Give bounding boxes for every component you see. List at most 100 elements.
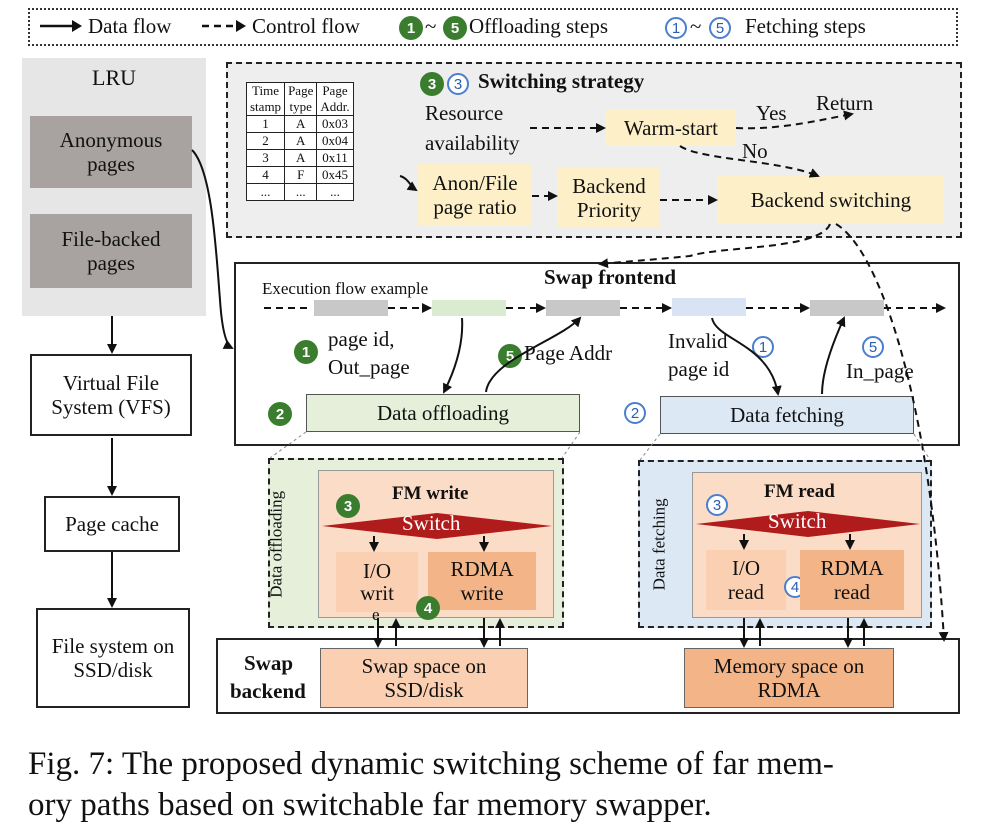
legend-tilde-2: ~: [690, 14, 702, 38]
rdma-read-box: RDMA read: [800, 550, 904, 610]
control-flow-legend-arrow: [202, 20, 246, 32]
file-backed-pages-box: File-backed pages: [30, 214, 192, 288]
data-offloading-label: Data offloading: [377, 400, 509, 425]
page-addr-label: Page Addr: [524, 341, 613, 365]
warm-start-box: Warm-start: [606, 110, 736, 146]
legend-offloading-steps: Offloading steps: [469, 14, 609, 38]
fetching-side-label: Data fetching: [649, 498, 669, 591]
priority-line2: Priority: [576, 198, 642, 222]
rdma-write-line2: write: [460, 581, 504, 605]
memory-space-box: Memory space on RDMA: [684, 648, 894, 708]
file-line2: pages: [87, 251, 135, 275]
vfs-box: Virtual File System (VFS): [30, 354, 192, 436]
backend-switching-label: Backend switching: [750, 187, 912, 212]
exec-slot-5: [810, 300, 884, 316]
fm-write-title: FM write: [392, 483, 469, 504]
vfs-line2: System (VFS): [51, 395, 171, 419]
data-offloading-box: Data offloading: [306, 394, 580, 432]
rdma-read-line2: read: [833, 580, 871, 604]
legend-control-flow: Control flow: [252, 14, 360, 38]
io-write-line3: e: [372, 605, 380, 624]
fm-write-step4-badge: 4: [416, 596, 440, 620]
execution-flow-label: Execution flow example: [262, 279, 429, 298]
fm-write-switch-label: Switch: [402, 511, 461, 535]
exec-slot-2: [432, 300, 506, 316]
backend-switching-box: Backend switching: [718, 176, 944, 224]
file-system-box: File system on SSD/disk: [36, 608, 190, 708]
io-read-box: I/O read: [706, 550, 786, 610]
legend: [28, 8, 958, 46]
frontend-step1-green-badge: 1: [294, 340, 318, 364]
resource-line2: availability: [425, 131, 520, 155]
exec-slot-1: [314, 300, 388, 316]
legend-offload-end-badge: 5: [443, 16, 467, 40]
exec-slot-4: [672, 298, 746, 316]
io-write-line1: I/O: [363, 558, 391, 583]
fs-line2: SSD/disk: [73, 658, 153, 682]
warm-start-label: Warm-start: [624, 115, 718, 140]
backend-priority-box: Backend Priority: [558, 168, 660, 228]
fm-read-title: FM read: [764, 481, 835, 502]
page-id-line2: Out_page: [328, 355, 410, 379]
rdma-write-line1: RDMA: [450, 556, 514, 581]
strategy-step3-blue-badge: 3: [447, 73, 469, 95]
switching-strategy-title: Switching strategy: [478, 69, 645, 93]
resource-line1: Resource: [425, 101, 504, 125]
page-id-line1: page id,: [328, 327, 395, 351]
anonymous-pages-box: Anonymous pages: [30, 116, 192, 188]
yes-label: Yes: [756, 101, 787, 125]
file-line1: File-backed: [61, 226, 161, 251]
return-label: Return: [816, 91, 874, 115]
frontend-step2-green-badge: 2: [268, 402, 292, 426]
swap-space-line1: Swap space on: [361, 653, 487, 678]
swap-space-box: Swap space on SSD/disk: [320, 648, 528, 708]
frontend-step5-blue-badge: 5: [862, 336, 884, 358]
figure-caption-line2: ory paths based on switchable far memory…: [28, 787, 712, 823]
swap-space-line2: SSD/disk: [384, 678, 464, 702]
legend-fetching-steps: Fetching steps: [745, 14, 866, 38]
backend-title-line1: Swap: [244, 651, 294, 675]
io-read-line1: I/O: [732, 555, 760, 580]
priority-line1: Backend: [572, 173, 646, 198]
fm-write-step3-badge: 3: [336, 494, 360, 518]
rdma-write-box: RDMA write: [428, 552, 536, 610]
frontend-step1-blue-badge: 1: [752, 336, 774, 358]
vfs-line1: Virtual File: [62, 370, 160, 395]
memory-space-line2: RDMA: [757, 678, 821, 702]
frontend-step2-blue-badge: 2: [624, 402, 646, 424]
fm-read-switch-label: Switch: [768, 509, 827, 533]
fm-read-step3-badge: 3: [706, 494, 728, 516]
page-cache-box: Page cache: [44, 496, 180, 552]
backend-title-line2: backend: [230, 679, 306, 703]
ratio-line2: page ratio: [433, 195, 517, 219]
invalid-line2: page id: [668, 357, 730, 381]
exec-slot-3: [546, 300, 620, 316]
invalid-line1: Invalid: [668, 329, 728, 353]
rdma-read-line1: RDMA: [820, 555, 884, 580]
memory-space-line1: Memory space on: [713, 653, 865, 678]
anon-file-ratio-box: Anon/File page ratio: [418, 164, 532, 226]
legend-fetch-end-badge: 5: [709, 17, 731, 39]
data-flow-legend-arrow: [40, 20, 82, 32]
legend-data-flow: Data flow: [88, 14, 172, 38]
swap-frontend-title: Swap frontend: [544, 265, 677, 289]
no-label: No: [742, 139, 768, 163]
legend-tilde-1: ~: [425, 14, 437, 38]
io-read-line2: read: [727, 580, 765, 604]
page-cache-label: Page cache: [65, 511, 159, 536]
table-row: .........: [245, 183, 354, 201]
anon-line2: pages: [87, 152, 135, 176]
anon-line1: Anonymous: [59, 127, 163, 152]
strategy-step3-green-badge: 3: [420, 72, 444, 96]
frontend-step5-green-badge: 5: [498, 344, 522, 368]
in-page-label: In_page: [846, 359, 914, 383]
figure-caption-line1: Fig. 7: The proposed dynamic switching s…: [28, 746, 834, 782]
